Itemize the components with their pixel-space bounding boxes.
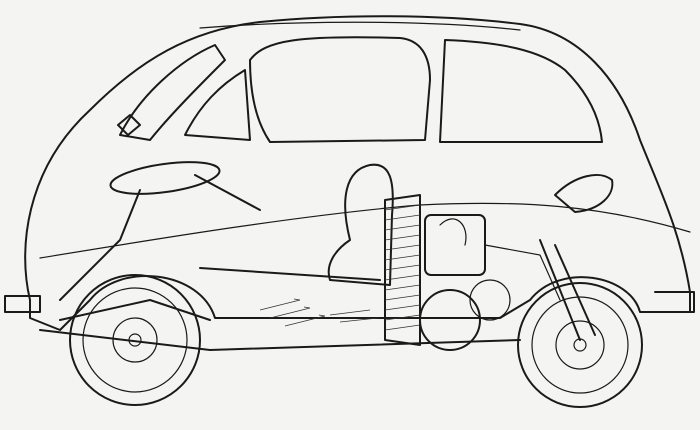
roof-inner: [199, 21, 521, 31]
side-window-main: [249, 36, 431, 143]
car-body-outline: [24, 15, 691, 331]
front-wheel: [69, 274, 201, 406]
rear-suspension: [539, 239, 596, 341]
chassis-frame: [39, 267, 521, 351]
cooling-fins: [384, 194, 421, 346]
front-door-window: [119, 44, 226, 141]
rear-light-housing: [554, 174, 614, 213]
front-bumper: [4, 295, 41, 313]
rear-wheel: [517, 282, 643, 408]
side-window-front: [184, 69, 251, 141]
rear-window: [439, 39, 603, 143]
engine: [419, 214, 561, 351]
rear-bumper: [654, 291, 695, 313]
belt-line: [39, 202, 691, 259]
steering-assembly: [59, 161, 261, 301]
seat: [327, 163, 394, 286]
airflow-arrows: [259, 298, 379, 327]
headlamp: [117, 114, 141, 136]
